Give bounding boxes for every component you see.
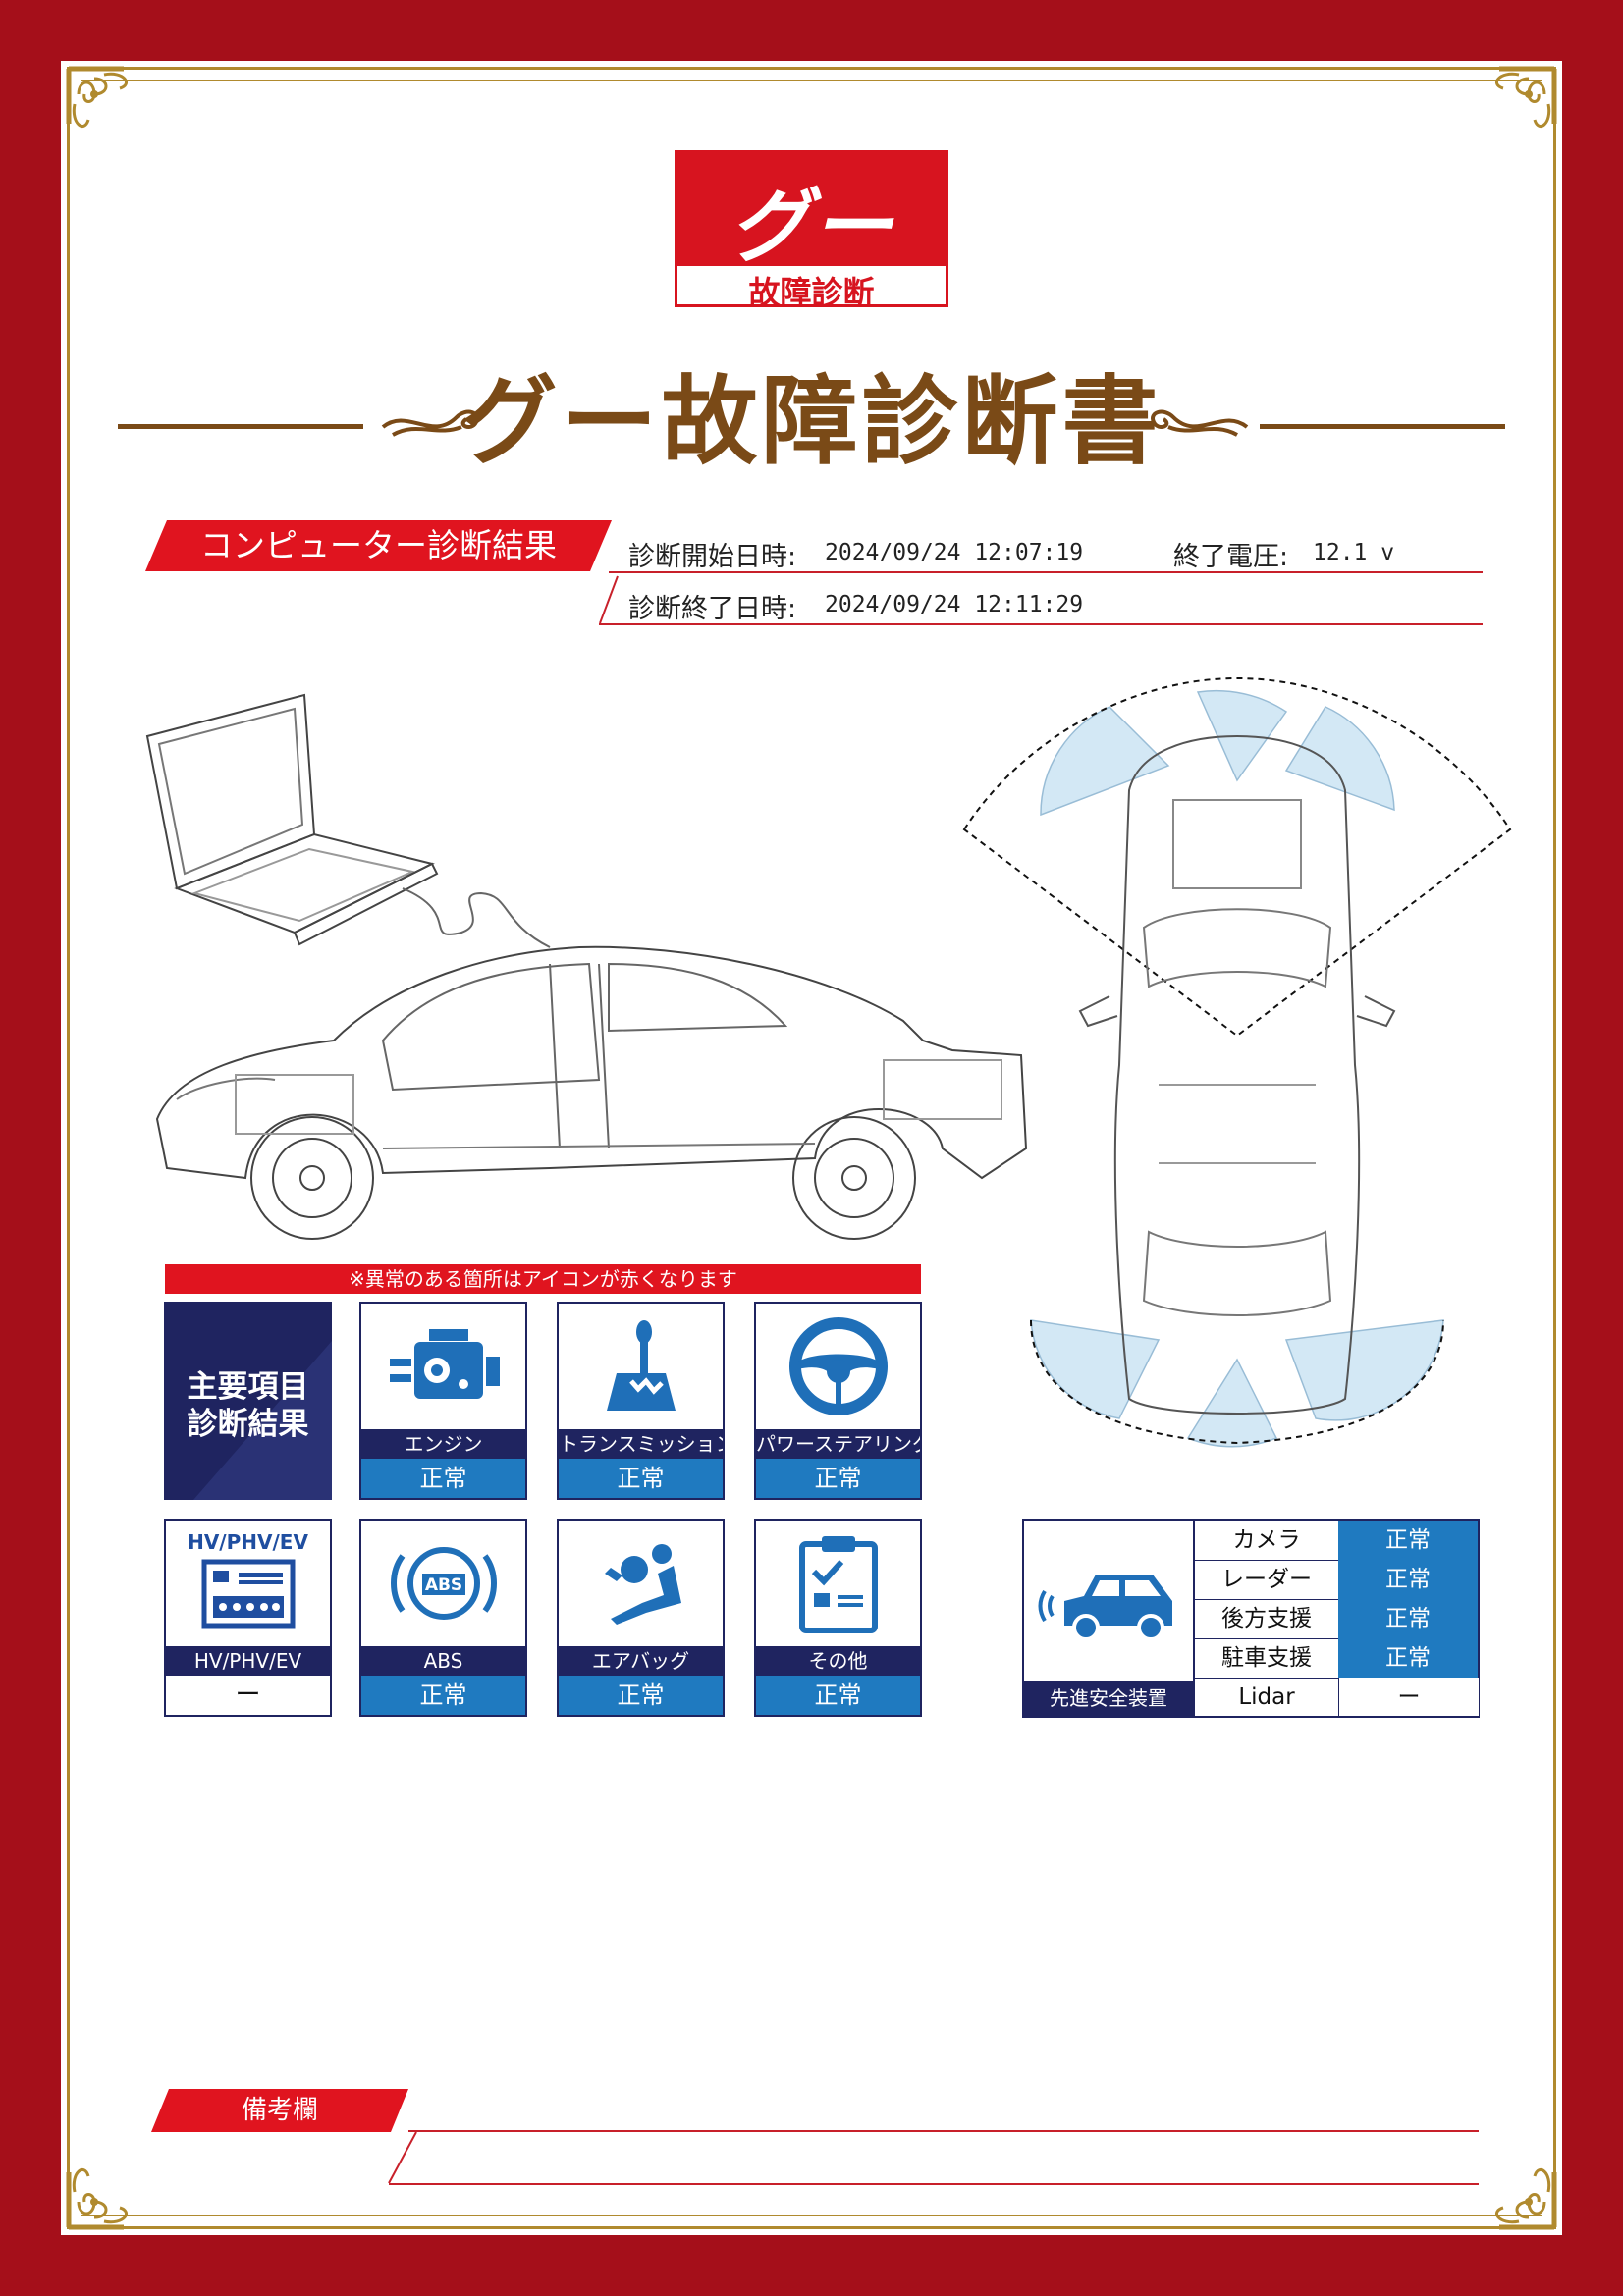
item-status: 正常 [756,1676,920,1715]
remarks-label: 備考欄 [151,2089,408,2132]
adas-row-name: 駐車支援 [1193,1638,1338,1678]
battery-icon [201,1559,295,1628]
adas-row-status: 正常 [1338,1638,1478,1678]
item-status: 正常 [361,1459,525,1498]
corner-ornament-icon [66,66,128,128]
flourish-right-icon [1151,409,1249,437]
adas-label: 先進安全装置 [1024,1681,1193,1716]
adas-table: 先進安全装置 カメラ 正常 レーダー 正常 後方支援 正常 駐車支援 正常 Li… [1022,1519,1480,1718]
adas-row-status: 正常 [1338,1560,1478,1599]
corner-ornament-icon [1495,66,1557,128]
title-rule-right [1260,424,1505,429]
clipboard-icon [798,1535,878,1633]
voltage-value: 12.1 v [1313,540,1395,565]
remarks-slant [388,2131,417,2184]
gear-shift-icon [606,1320,676,1411]
adas-row-name: カメラ [1193,1521,1338,1560]
logo-subtitle: 故障診断 [748,274,875,311]
item-other: その他 正常 [754,1519,922,1717]
item-power-steering: パワーステアリング 正常 [754,1302,922,1500]
abs-icon: ABS [390,1547,497,1620]
hv-heading: HV/PHV/EV [188,1530,308,1554]
car-top-view-illustration [962,676,1512,1448]
item-status: 正常 [559,1459,723,1498]
adas-row-name: レーダー [1193,1560,1338,1599]
logo-red-block [677,153,946,266]
document-title: グー故障診断書 [460,365,1163,478]
remarks-rule-bottom [389,2183,1479,2185]
header-stripe [193,1341,332,1500]
remarks-rule-top [408,2130,1479,2132]
corner-ornament-icon [66,2168,128,2230]
steering-wheel-icon [788,1317,888,1415]
title-rule-left [118,424,363,429]
end-time-label: 診断終了日時: [628,594,797,624]
adas-row-name: Lidar [1193,1678,1338,1716]
computer-diagnosis-banner: コンピューター診断結果 [145,520,612,571]
adas-row-status: ー [1338,1678,1479,1716]
adas-row-name: 後方支援 [1193,1599,1338,1638]
start-time-label: 診断開始日時: [628,542,797,572]
item-name: エアバッグ [559,1646,723,1676]
adas-row: Lidar ー [1193,1678,1479,1716]
info-rule-2 [599,623,1483,625]
flourish-left-icon [381,409,479,437]
abs-badge-text: ABS [424,1575,461,1595]
start-time-value: 2024/09/24 12:07:19 [825,540,1084,565]
adas-row-status: 正常 [1338,1599,1478,1638]
engine-icon [389,1329,500,1399]
item-transmission: トランスミッション 正常 [557,1302,725,1500]
car-sensor-icon [1038,1574,1172,1641]
item-status: 正常 [361,1676,525,1715]
item-name: ABS [361,1646,525,1676]
header-line-2: 診断結果 [187,1407,309,1442]
item-airbag: エアバッグ 正常 [557,1519,725,1717]
end-time-value: 2024/09/24 12:11:29 [825,592,1084,617]
item-name: トランスミッション [559,1429,723,1459]
adas-row-status: 正常 [1338,1521,1478,1560]
info-rule-1 [609,571,1483,573]
item-name: その他 [756,1646,920,1676]
car-side-illustration [145,693,1028,1240]
item-hv-phv-ev: HV/PHV/EV HV/PHV/EV ー [164,1519,332,1717]
adas-row: 後方支援 正常 [1193,1599,1478,1639]
slant-divider [599,575,619,624]
logo-mark: グー [729,181,894,274]
adas-row: 駐車支援 正常 [1193,1638,1478,1679]
header-line-1: 主要項目 [187,1369,309,1405]
goo-logo: グー 故障診断 [675,150,948,311]
adas-row: カメラ 正常 [1193,1521,1478,1561]
item-abs: ABS ABS 正常 [359,1519,527,1717]
corner-ornament-icon [1495,2168,1557,2230]
page-sheet [61,61,1562,2235]
adas-row: レーダー 正常 [1193,1560,1478,1600]
item-status: 正常 [756,1459,920,1498]
voltage-label: 終了電圧: [1173,542,1289,572]
item-name: パワーステアリング [756,1429,920,1459]
item-name: HV/PHV/EV [166,1646,330,1676]
item-status: 正常 [559,1676,723,1715]
item-status: ー [166,1676,330,1715]
item-engine: エンジン 正常 [359,1302,527,1500]
abnormal-note: ※異常のある箇所はアイコンが赤くなります [165,1264,921,1294]
airbag-icon [604,1544,681,1625]
main-items-header: 主要項目 診断結果 [164,1302,332,1500]
item-name: エンジン [361,1429,525,1459]
